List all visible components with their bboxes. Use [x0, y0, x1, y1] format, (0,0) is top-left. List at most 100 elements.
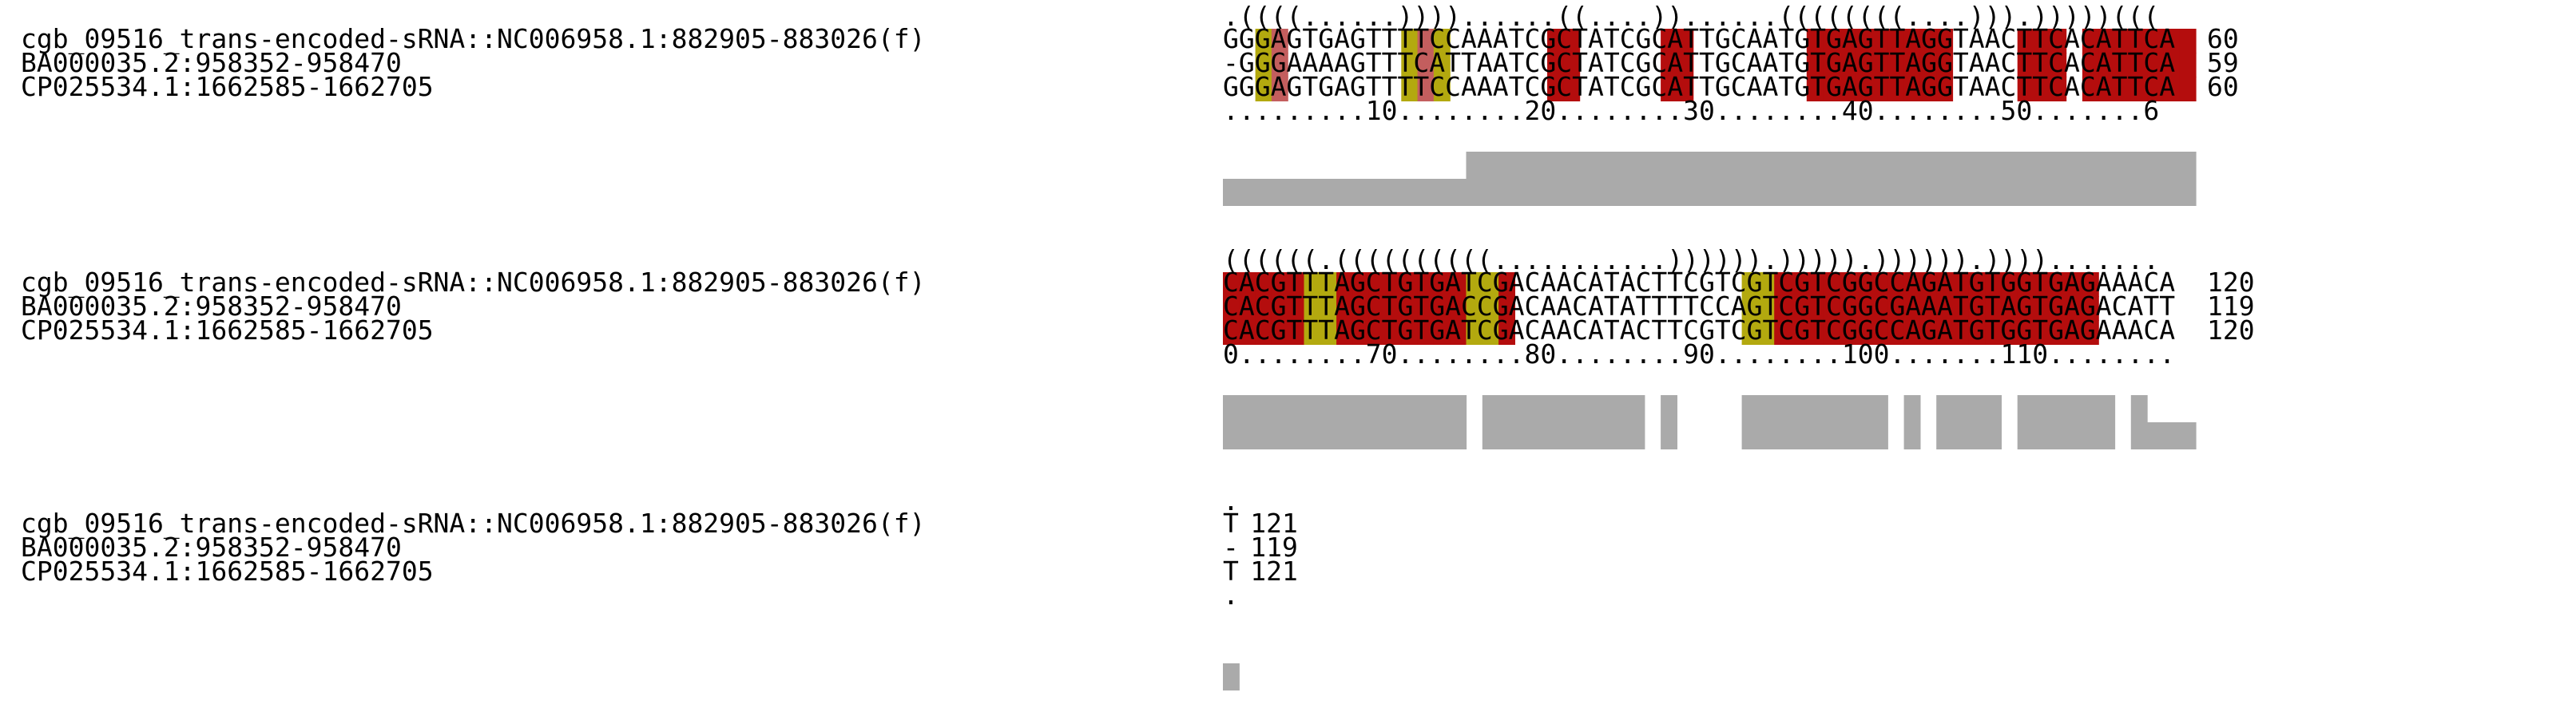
alignment-cell — [1985, 320, 2002, 345]
alignment-cell — [1271, 77, 1288, 101]
alignment-cell — [1903, 296, 1921, 321]
alignment-cell — [2017, 29, 2034, 53]
residue-count: 120 — [2207, 315, 2255, 346]
alignment-cell — [2017, 320, 2034, 345]
alignment-cell — [1417, 296, 1435, 321]
alignment-cell — [1368, 320, 1386, 345]
alignment-cell — [1563, 77, 1581, 101]
alignment-cell — [1823, 272, 1840, 297]
alignment-cell — [1433, 53, 1451, 77]
conservation-bar — [1903, 152, 1921, 206]
conservation-bar — [1855, 395, 1872, 449]
conservation-bar — [1709, 152, 1726, 206]
sequence-residues: T — [1223, 556, 1239, 587]
alignment-cell — [1368, 272, 1386, 297]
alignment-cell — [1839, 296, 1856, 321]
conservation-bar — [1579, 395, 1597, 449]
conservation-bar — [2082, 395, 2099, 449]
alignment-cell — [1823, 296, 1840, 321]
conservation-bar — [1239, 395, 1256, 449]
alignment-cell — [2034, 296, 2050, 321]
alignment-cell — [1336, 272, 1353, 297]
conservation-bar — [1806, 152, 1824, 206]
conservation-bar — [1612, 152, 1629, 206]
conservation-bar — [1368, 179, 1386, 206]
alignment-cell — [2082, 320, 2099, 345]
alignment-cell — [1417, 77, 1435, 101]
conservation-bar — [2017, 152, 2034, 206]
conservation-bar — [1887, 152, 1905, 206]
alignment-cell — [1385, 272, 1402, 297]
alignment-cell — [1985, 272, 2002, 297]
alignment-block: .cgb_09516_trans-encoded-sRNA::NC006958.… — [21, 485, 1298, 690]
conservation-bar — [1239, 179, 1256, 206]
conservation-bar — [1547, 152, 1564, 206]
conservation-bar — [2179, 422, 2197, 449]
conservation-bar — [2082, 152, 2099, 206]
alignment-cell — [1741, 320, 1759, 345]
alignment-cell — [1919, 320, 1937, 345]
conservation-bar — [1855, 152, 1872, 206]
alignment-cell — [1823, 29, 1840, 53]
alignment-cell — [1482, 296, 1499, 321]
alignment-cell — [1806, 272, 1824, 297]
conservation-bar — [1401, 179, 1419, 206]
alignment-cell — [1985, 296, 2002, 321]
conservation-bar — [1985, 152, 2002, 206]
alignment-cell — [1871, 77, 1888, 101]
alignment-cell — [1855, 53, 1872, 77]
conservation-bar — [2163, 152, 2181, 206]
alignment-cell — [1320, 272, 1337, 297]
alignment-cell — [1839, 320, 1856, 345]
sequence-residues: -GGGAAAAGTTTCATTAATCGCTATCGCATTGCAATGTGA… — [1223, 47, 2175, 78]
alignment-cell — [2034, 272, 2050, 297]
alignment-cell — [1466, 296, 1483, 321]
alignment-cell — [1757, 272, 1775, 297]
conservation-bar — [1936, 395, 1954, 449]
sequence-residues: - — [1223, 532, 1239, 563]
conservation-bar — [1498, 152, 1515, 206]
alignment-cell — [1498, 296, 1515, 321]
alignment-cell — [2082, 77, 2099, 101]
conservation-bar — [1595, 152, 1613, 206]
conservation-bar — [2147, 152, 2164, 206]
structure-line: ((((((.((((((((((...........)))))).)))))… — [1223, 244, 2159, 275]
conservation-bar — [1871, 152, 1888, 206]
conservation-bar — [1952, 395, 1970, 449]
alignment-cell — [1855, 320, 1872, 345]
conservation-bar — [1774, 395, 1792, 449]
conservation-bar — [1352, 179, 1370, 206]
alignment-cell — [1823, 320, 1840, 345]
alignment-cell — [1288, 296, 1305, 321]
alignment-cell — [1823, 77, 1840, 101]
alignment-cell — [1903, 29, 1921, 53]
alignment-cell — [2082, 53, 2099, 77]
alignment-cell — [1433, 272, 1451, 297]
alignment-cell — [2050, 77, 2067, 101]
conservation-bar — [1320, 395, 1337, 449]
sequence-name: BA000035.2:958352-958470 — [21, 532, 402, 563]
alignment-cell — [2001, 320, 2018, 345]
conservation-bar — [1450, 395, 1467, 449]
conservation-bar — [1385, 395, 1402, 449]
alignment-cell — [1417, 272, 1435, 297]
alignment-cell — [1255, 296, 1272, 321]
alignment-cell — [2163, 29, 2181, 53]
alignment-cell — [1223, 296, 1240, 321]
alignment-cell — [1401, 29, 1419, 53]
alignment-cell — [2114, 53, 2132, 77]
alignment-content: .((((......))))......((....))......(((((… — [21, 1, 2255, 690]
alignment-cell — [1968, 320, 1986, 345]
sequence-name: cgb_09516_trans-encoded-sRNA::NC006958.1… — [21, 23, 925, 55]
alignment-cell — [1871, 320, 1888, 345]
alignment-cell — [2098, 29, 2116, 53]
alignment-cell — [1450, 320, 1467, 345]
conservation-bar — [2098, 152, 2116, 206]
alignment-cell — [1936, 53, 1954, 77]
alignment-cell — [1271, 296, 1288, 321]
alignment-cell — [1774, 272, 1792, 297]
alignment-cell — [1887, 296, 1905, 321]
conservation-bar — [2066, 395, 2083, 449]
sequence-residues: T — [1223, 508, 1239, 539]
conservation-bar — [1482, 395, 1499, 449]
